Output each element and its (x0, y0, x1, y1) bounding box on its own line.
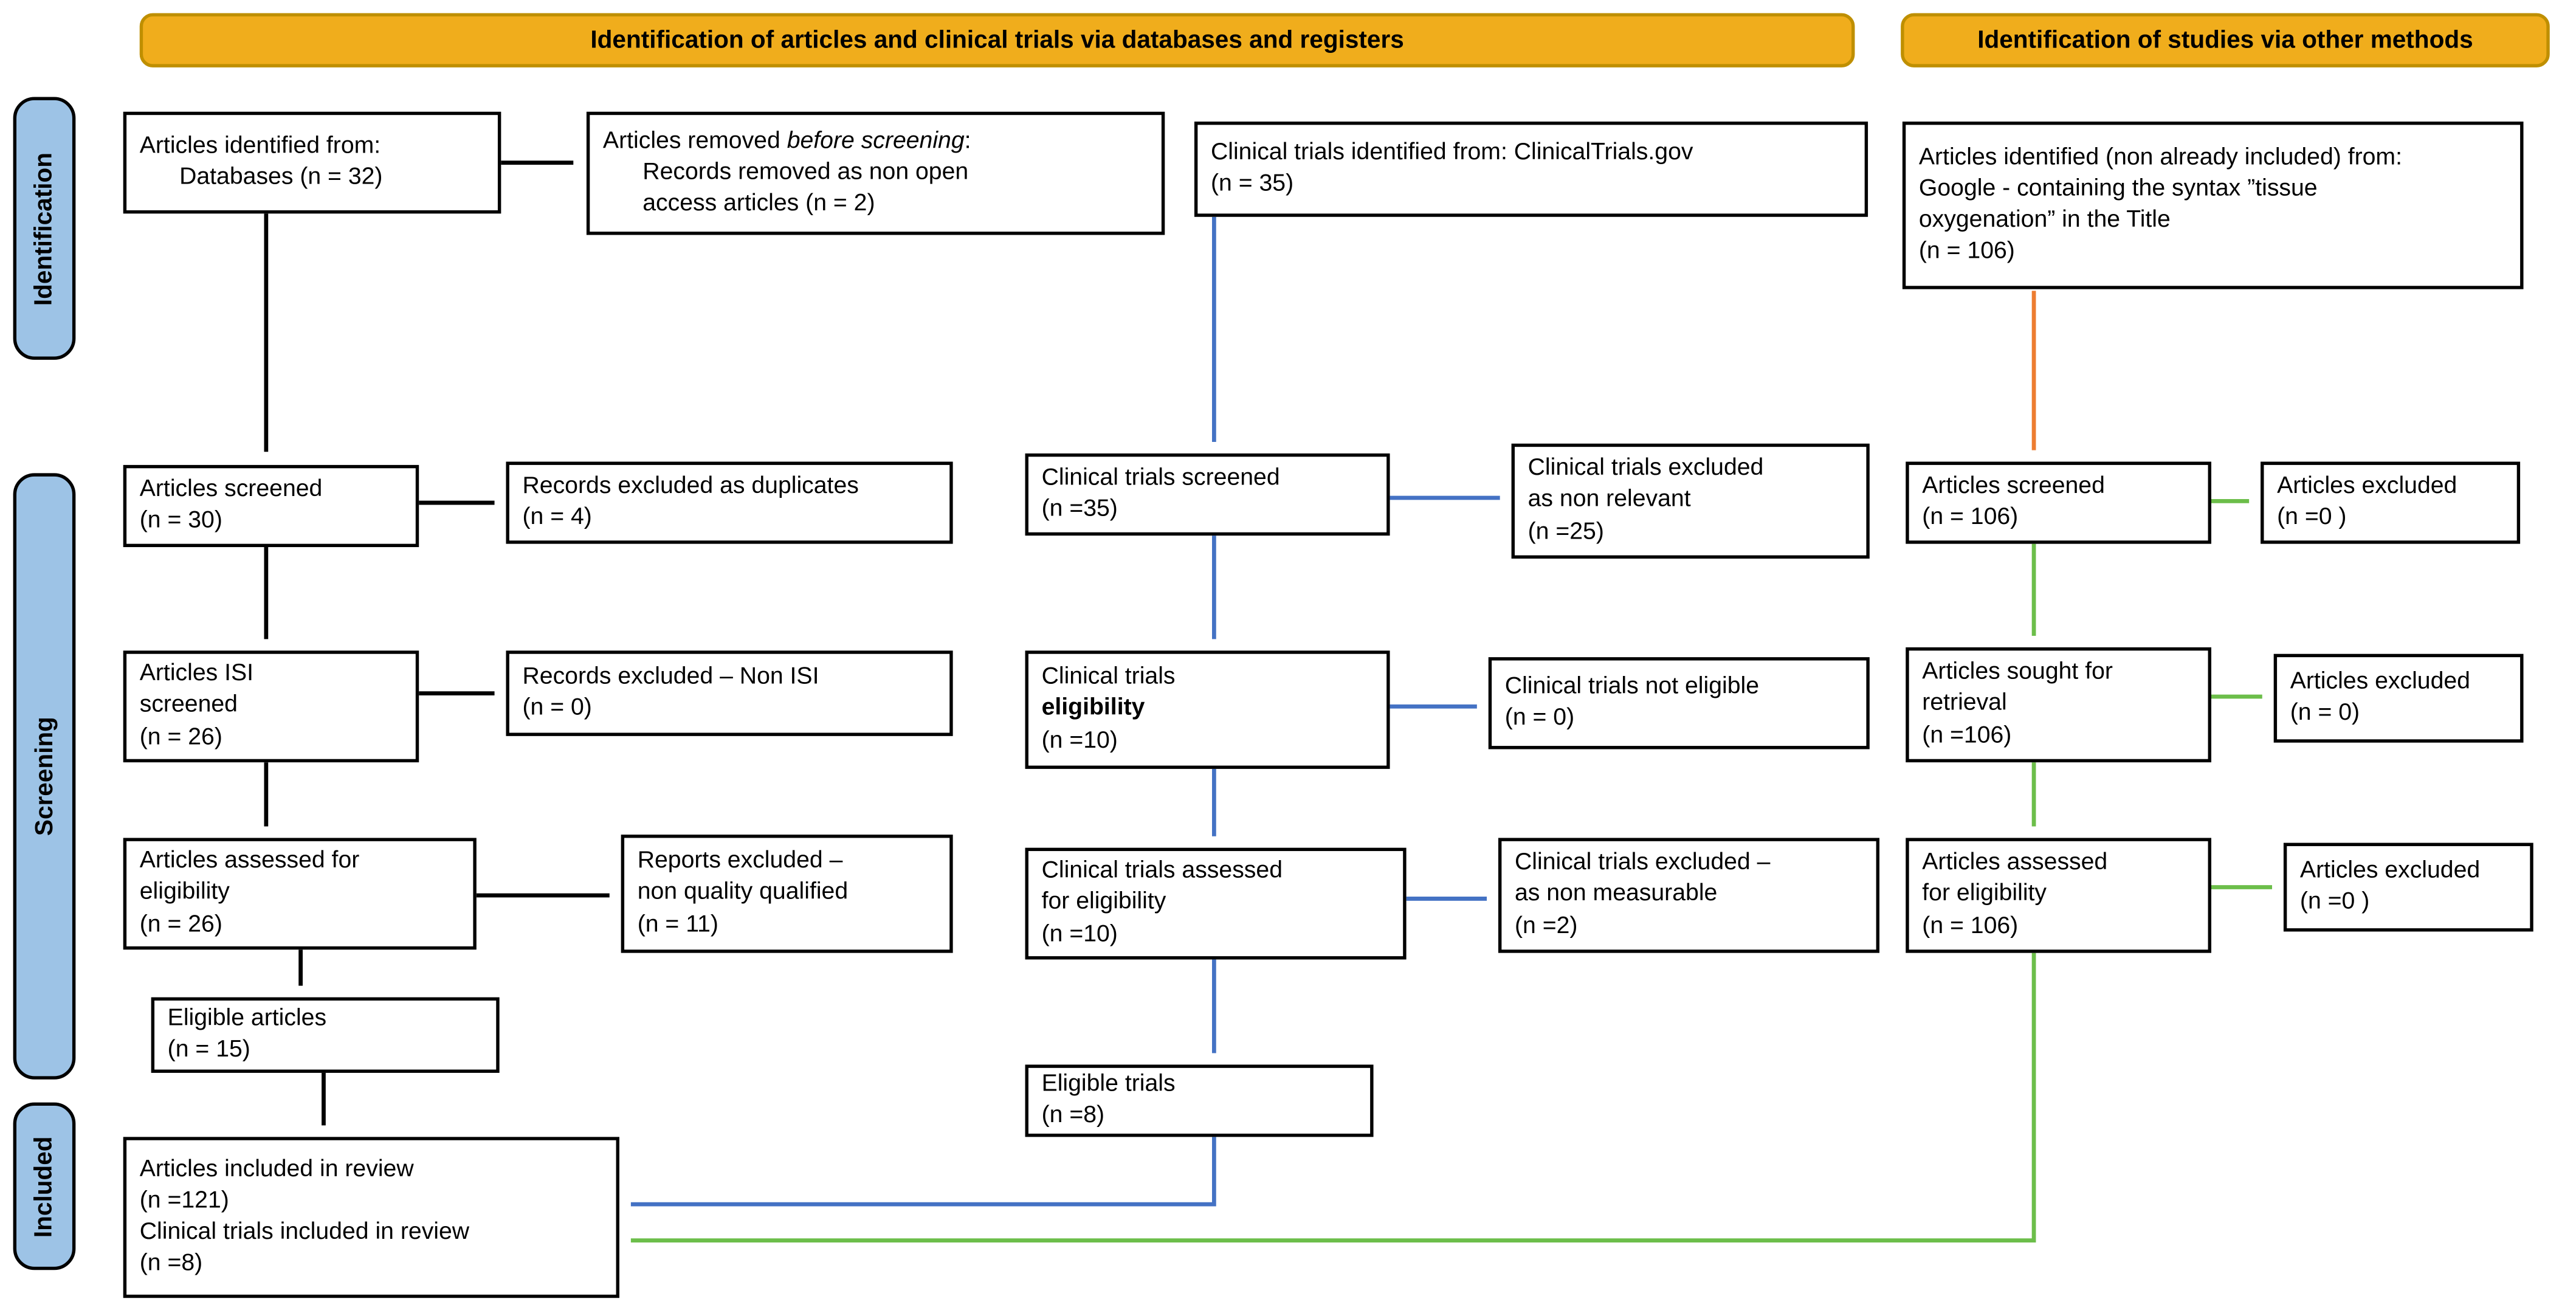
node-ct-eligibility: Clinical trials eligibility (n =10) (1025, 650, 1390, 769)
node-google-identified-text: Articles identified (non already include… (1918, 144, 2402, 265)
node-reports-excluded-text: Reports excluded – non quality qualified… (637, 848, 849, 938)
node-articles-isi-screened: Articles ISI screened (n = 26) (123, 650, 419, 763)
node-records-excluded-duplicates: Records excluded as duplicates (n = 4) (506, 461, 953, 544)
node-eligible-trials: Eligible trials (n =8) (1025, 1064, 1374, 1137)
node-included-in-review: Articles included in review (n =121) Cli… (123, 1137, 619, 1298)
stage-identification-label: Identification (30, 151, 58, 305)
node-records-excluded-non-isi: Records excluded – Non ISI (n = 0) (506, 650, 953, 736)
node-eligible-articles-text: Eligible articles (n = 15) (167, 1005, 327, 1063)
node-articles-screened-text: Articles screened (n = 30) (139, 476, 323, 534)
node-g-excluded-assessed: Articles excluded (n =0 ) (2283, 843, 2533, 932)
removed-suffix: : Records removed as non open access art… (642, 128, 971, 217)
header-databases-registers-label: Identification of articles and clinical … (590, 26, 1404, 55)
node-ct-excluded-non-measurable: Clinical trials excluded – as non measur… (1498, 838, 1880, 953)
node-ct-excluded-non-relevant-text: Clinical trials excluded as non relevant… (1527, 455, 1764, 545)
node-records-excluded-non-isi-text: Records excluded – Non ISI (n = 0) (522, 663, 819, 722)
stage-screening-label: Screening (30, 717, 58, 836)
removed-prefix: Articles removed (602, 128, 787, 154)
header-other-methods: Identification of studies via other meth… (1901, 13, 2550, 67)
node-ct-not-eligible: Clinical trials not eligible (n = 0) (1488, 657, 1870, 750)
header-other-methods-label: Identification of studies via other meth… (1977, 26, 2473, 55)
node-g-assessed: Articles assessed for eligibility (n = 1… (1906, 838, 2211, 953)
node-g-articles-screened-text: Articles screened (n = 106) (1922, 473, 2105, 531)
node-ct-excluded-non-measurable-text: Clinical trials excluded – as non measur… (1514, 850, 1771, 939)
stage-included: Included (13, 1102, 76, 1270)
node-included-in-review-text: Articles included in review (n =121) Cli… (139, 1156, 470, 1277)
node-ct-not-eligible-text: Clinical trials not eligible (n = 0) (1504, 673, 1760, 731)
node-g-excluded-screened: Articles excluded (n =0 ) (2261, 461, 2521, 544)
ct-eligibility-line: Clinical trials (1041, 664, 1176, 691)
node-g-sought-text: Articles sought for retrieval (n =106) (1922, 659, 2113, 749)
removed-italic: before screening (787, 128, 965, 154)
node-articles-screened: Articles screened (n = 30) (123, 464, 419, 548)
node-articles-assessed-text: Articles assessed for eligibility (n = 2… (139, 848, 360, 938)
stage-identification: Identification (13, 97, 76, 360)
node-g-excluded-retrieval-text: Articles excluded (n = 0) (2290, 668, 2470, 726)
header-databases-registers: Identification of articles and clinical … (139, 13, 1855, 67)
node-articles-assessed: Articles assessed for eligibility (n = 2… (123, 838, 477, 950)
node-reports-excluded: Reports excluded – non quality qualified… (621, 835, 953, 953)
node-articles-isi-screened-text: Articles ISI screened (n = 26) (139, 661, 254, 751)
node-ct-assessed-text: Clinical trials assessed for eligibility… (1041, 858, 1283, 948)
node-ct-assessed: Clinical trials assessed for eligibility… (1025, 847, 1407, 960)
node-g-assessed-text: Articles assessed for eligibility (n = 1… (1922, 850, 2108, 939)
node-ct-screened-text: Clinical trials screened (n =35) (1041, 464, 1280, 523)
node-ct-screened: Clinical trials screened (n =35) (1025, 453, 1390, 536)
node-g-excluded-assessed-text: Articles excluded (n =0 ) (2299, 857, 2481, 915)
node-removed-before-screening-text: Articles removed before screening: Recor… (590, 122, 984, 226)
node-ct-eligibility-text: Clinical trials eligibility (n =10) (1028, 658, 1188, 762)
node-records-excluded-duplicates-text: Records excluded as duplicates (n = 4) (522, 473, 859, 531)
node-eligible-trials-text: Eligible trials (n =8) (1041, 1070, 1176, 1129)
node-articles-identified: Articles identified from: Databases (n =… (123, 111, 501, 214)
node-g-sought: Articles sought for retrieval (n =106) (1906, 647, 2211, 763)
stage-included-label: Included (30, 1136, 58, 1237)
node-ct-excluded-non-relevant: Clinical trials excluded as non relevant… (1511, 443, 1870, 559)
node-eligible-articles: Eligible articles (n = 15) (151, 997, 500, 1073)
node-ct-identified: Clinical trials identified from: Clinica… (1194, 122, 1868, 217)
node-articles-identified-text: Articles identified from: Databases (n =… (139, 133, 383, 191)
node-google-identified: Articles identified (non already include… (1902, 122, 2524, 289)
node-ct-identified-text: Clinical trials identified from: Clinica… (1210, 139, 1693, 198)
node-g-excluded-screened-text: Articles excluded (n =0 ) (2277, 473, 2457, 531)
ct-eligibility-suffix: (n =10) (1041, 727, 1118, 754)
stage-screening: Screening (13, 473, 76, 1080)
node-g-excluded-retrieval: Articles excluded (n = 0) (2273, 653, 2524, 743)
node-g-articles-screened: Articles screened (n = 106) (1906, 461, 2211, 544)
node-removed-before-screening: Articles removed before screening: Recor… (586, 111, 1165, 235)
ct-eligibility-bold: eligibility (1041, 695, 1145, 722)
arrow-eligible-trials-to-included (630, 1137, 1216, 1207)
